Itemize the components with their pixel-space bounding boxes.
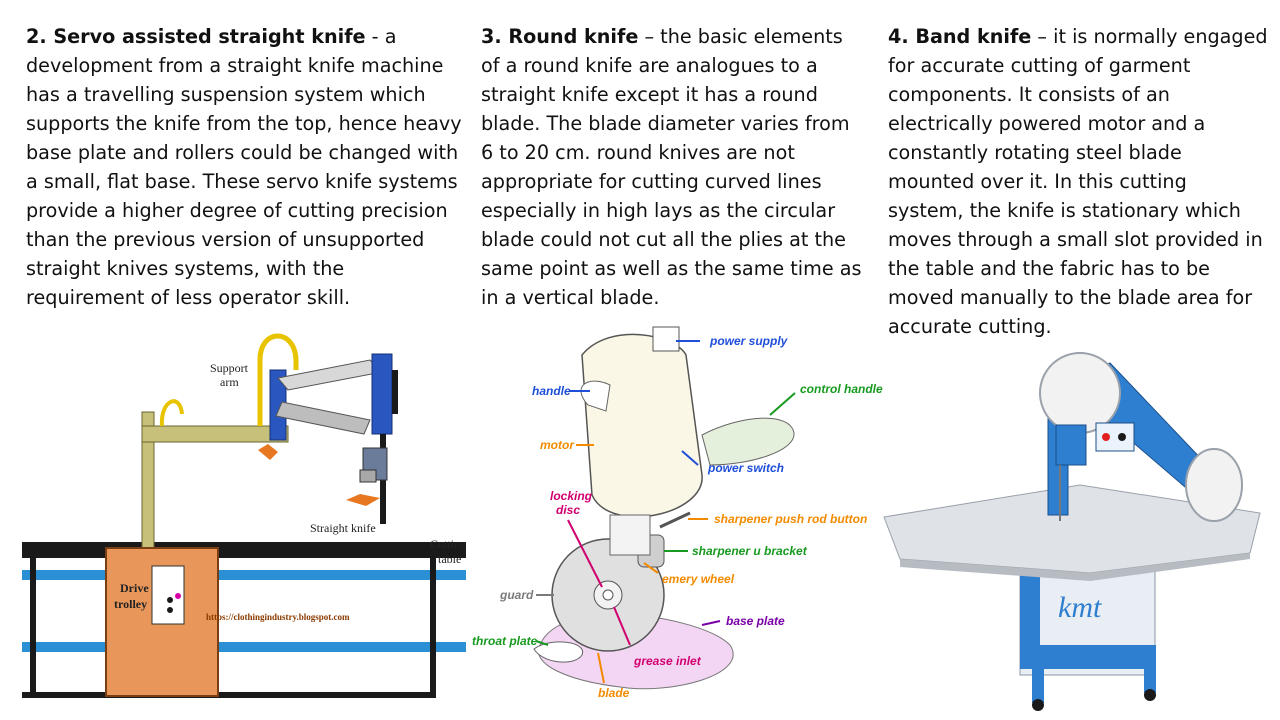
label-grease-inlet: grease inlet — [633, 654, 702, 668]
cabinet-side-stripe — [1020, 565, 1040, 645]
cutting-table-label: Cutting — [430, 537, 466, 551]
knife-carrier — [371, 353, 393, 435]
arm-knob — [258, 444, 278, 460]
straight-knife-label: Straight knife — [310, 521, 376, 535]
label-locking-disc: disc — [556, 503, 580, 517]
blade-hub — [602, 589, 614, 601]
column-band-knife: 4. Band knife – it is normally engaged f… — [888, 22, 1268, 341]
column-servo-knife: 2. Servo assisted straight knife - a dev… — [26, 22, 466, 312]
heading-round-knife: 3. Round knife — [481, 25, 639, 48]
carrier-handle — [392, 370, 398, 414]
arrow — [567, 519, 603, 588]
support-arm-lower — [275, 401, 371, 435]
motor-body — [581, 333, 703, 518]
body-band-knife: it is normally engaged for accurate cutt… — [888, 25, 1268, 338]
throat-plate — [533, 641, 583, 663]
power-supply-socket — [652, 326, 680, 352]
round-knife-diagram: power supply handle control handle motor… — [472, 326, 883, 700]
label-throat-plate: throat plate — [472, 634, 538, 648]
caster — [1144, 689, 1156, 701]
blade-guide — [1055, 424, 1087, 466]
table-leg — [430, 558, 436, 696]
separator: - — [365, 25, 385, 48]
label-emery-wheel: emery wheel — [662, 572, 735, 586]
support-arm-label: Support — [210, 361, 249, 375]
label-power-supply: power supply — [709, 334, 789, 348]
label-sharpener-u-bracket: sharpener u bracket — [692, 544, 808, 558]
arrow — [597, 652, 605, 684]
watermark: https://clothingindustry.blogspot.com — [206, 612, 350, 622]
motor-neck — [609, 514, 651, 556]
lower-wheel — [1185, 448, 1243, 522]
separator: – — [1031, 25, 1054, 48]
paragraph-round-knife: 3. Round knife – the basic elements of a… — [481, 22, 866, 312]
upper-wheel — [1039, 352, 1121, 434]
arrow — [613, 606, 631, 646]
panel-button — [175, 593, 181, 599]
body-servo-knife: a development from a straight knife mach… — [26, 25, 462, 309]
label-locking-disc: locking — [550, 489, 593, 503]
table-leg — [30, 558, 36, 696]
label-motor: motor — [540, 438, 575, 452]
label-handle: handle — [532, 384, 571, 398]
cutting-table-label: table — [438, 552, 461, 566]
machine-leg — [1144, 645, 1156, 693]
control-handle — [701, 417, 795, 466]
panel-button — [167, 607, 173, 613]
control-box — [1095, 422, 1135, 452]
column-round-knife: 3. Round knife – the basic elements of a… — [481, 22, 866, 312]
arrow — [701, 620, 721, 626]
sharpener-push-rod — [659, 511, 691, 529]
arrow — [769, 392, 796, 416]
panel-button — [167, 597, 173, 603]
heading-servo-knife: 2. Servo assisted straight knife — [26, 25, 366, 48]
cutting-table-top — [22, 542, 466, 558]
arrow — [681, 450, 699, 466]
cable — [159, 399, 184, 427]
handle — [580, 380, 611, 412]
knife-switch — [359, 469, 377, 483]
body-round-knife: the basic elements of a round knife are … — [481, 25, 862, 309]
drive-trolley-label: trolley — [114, 597, 147, 611]
label-control-handle: control handle — [800, 382, 883, 396]
label-power-switch: power switch — [707, 461, 784, 475]
band-knife-machine: kmt — [883, 352, 1261, 711]
control-button — [1118, 433, 1126, 441]
table-edge — [900, 553, 1250, 581]
horizontal-arm — [141, 425, 289, 443]
label-guard: guard — [499, 588, 534, 602]
caster — [1032, 699, 1044, 711]
label-sharpener-push-rod-button: sharpener push rod button — [714, 512, 867, 526]
label-base-plate: base plate — [726, 614, 785, 628]
heading-band-knife: 4. Band knife — [888, 25, 1032, 48]
knife-handle — [346, 494, 380, 506]
support-cable — [257, 333, 299, 426]
separator: – — [638, 25, 661, 48]
arrow — [643, 562, 659, 574]
label-blade: blade — [598, 686, 630, 700]
paragraph-servo-knife: 2. Servo assisted straight knife - a dev… — [26, 22, 466, 312]
drive-trolley-label: Drive — [120, 581, 149, 595]
table-rail-upper — [22, 570, 466, 580]
floor-bar — [22, 692, 436, 698]
kmt-logo: kmt — [1058, 591, 1102, 624]
control-button — [1102, 433, 1110, 441]
servo-knife-diagram: Support arm Straight knife Cutting table… — [22, 333, 466, 698]
machine-leg — [1032, 645, 1044, 703]
arrow — [535, 640, 549, 646]
paragraph-band-knife: 4. Band knife – it is normally engaged f… — [888, 22, 1268, 341]
table-rail-lower — [22, 642, 466, 652]
support-arm-label: arm — [220, 375, 239, 389]
